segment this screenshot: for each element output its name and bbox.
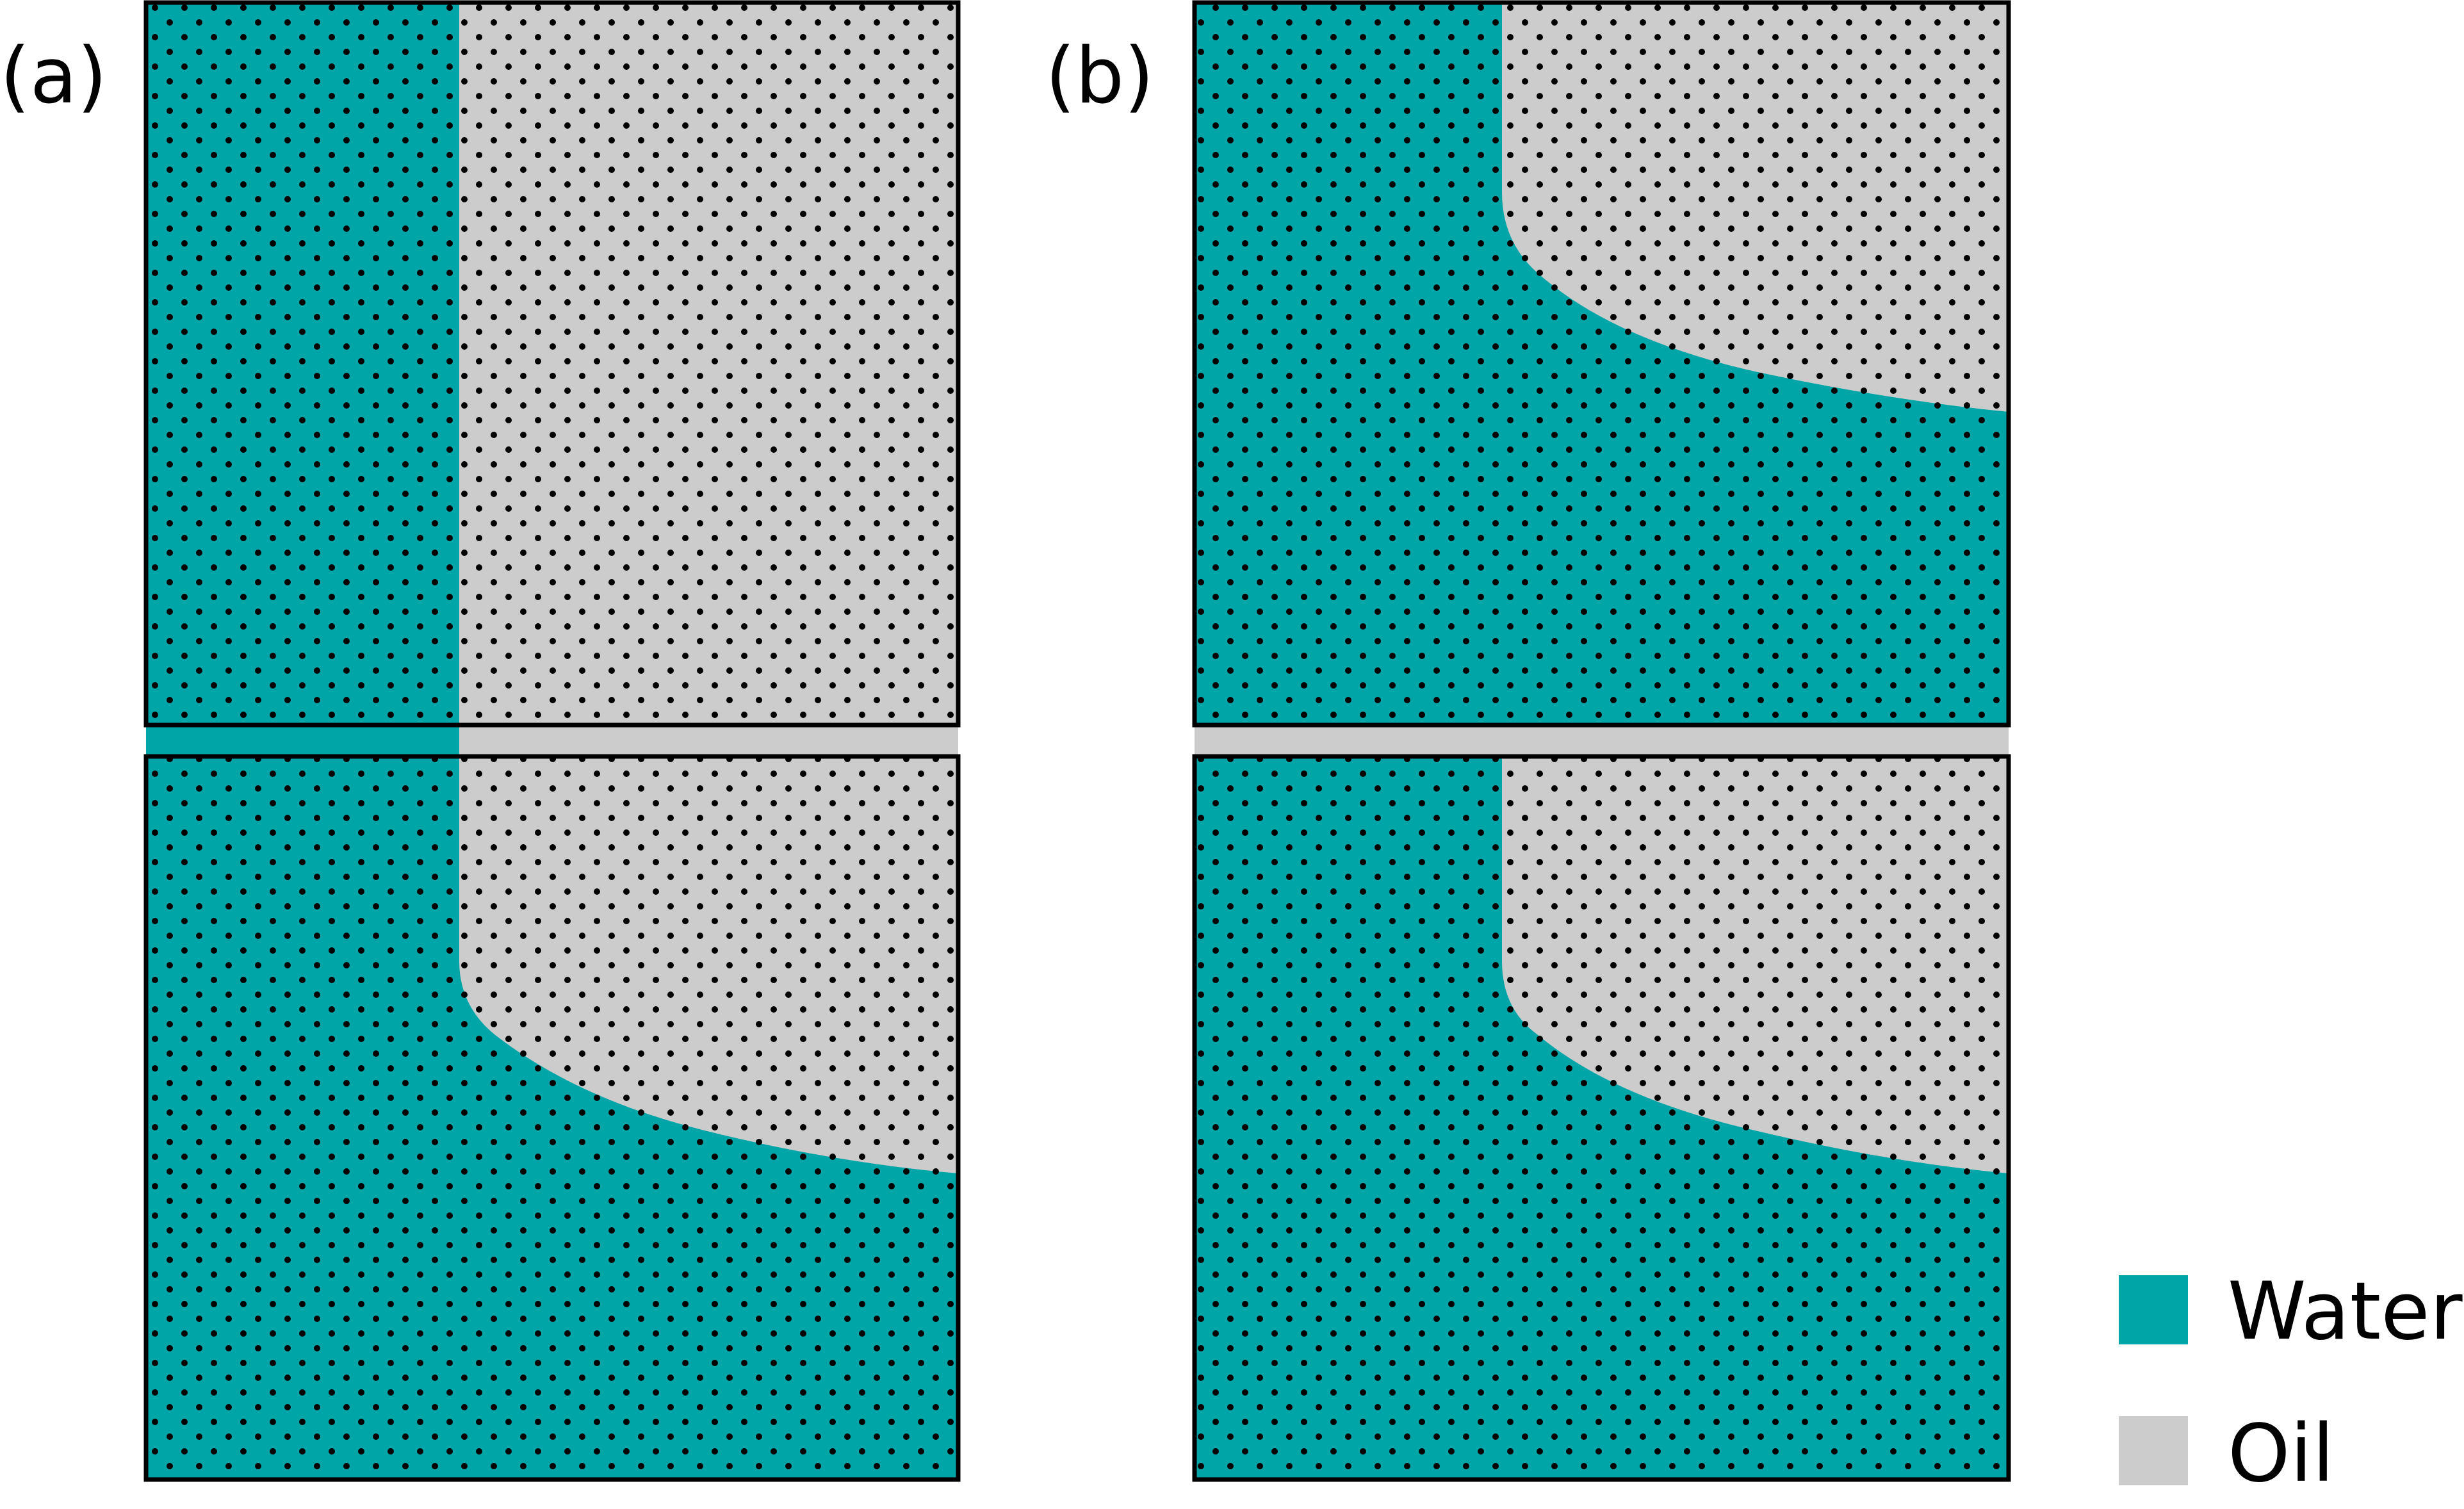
legend-swatch-water <box>2119 1275 2188 1344</box>
legend-swatch-oil <box>2119 1416 2188 1485</box>
panel-b <box>1192 0 2011 1482</box>
panel-b-top-frame <box>1192 0 2011 728</box>
legend-item-water: Water <box>2119 1266 2463 1358</box>
water-strip <box>146 725 459 756</box>
panel-a-gap-strip <box>146 725 958 756</box>
panel-a-top-block <box>146 3 958 725</box>
panel-b-bottom-block <box>1195 756 2009 1480</box>
grain-dots <box>146 3 958 725</box>
panel-label-a: (a) <box>0 32 107 121</box>
legend-label-water: Water <box>2228 1266 2463 1358</box>
legend-item-oil: Oil <box>2119 1408 2335 1500</box>
oil-strip <box>459 725 958 756</box>
legend: Water Oil <box>2119 1266 2463 1500</box>
panel-b-bottom-frame <box>1192 754 2011 1482</box>
panel-label-b: (b) <box>1045 32 1154 121</box>
panel-a-top-frame <box>143 0 961 728</box>
panel-a-bottom-block <box>146 756 958 1480</box>
panel-a-bottom-frame <box>143 754 961 1482</box>
panel-b-top-block <box>1195 3 2009 725</box>
grain-dots <box>1195 3 2009 725</box>
grain-dots <box>1195 756 2009 1480</box>
legend-label-oil: Oil <box>2228 1408 2335 1500</box>
panel-b-gap-strip <box>1195 725 2009 756</box>
grain-dots <box>146 756 958 1480</box>
panel-a <box>143 0 961 1482</box>
